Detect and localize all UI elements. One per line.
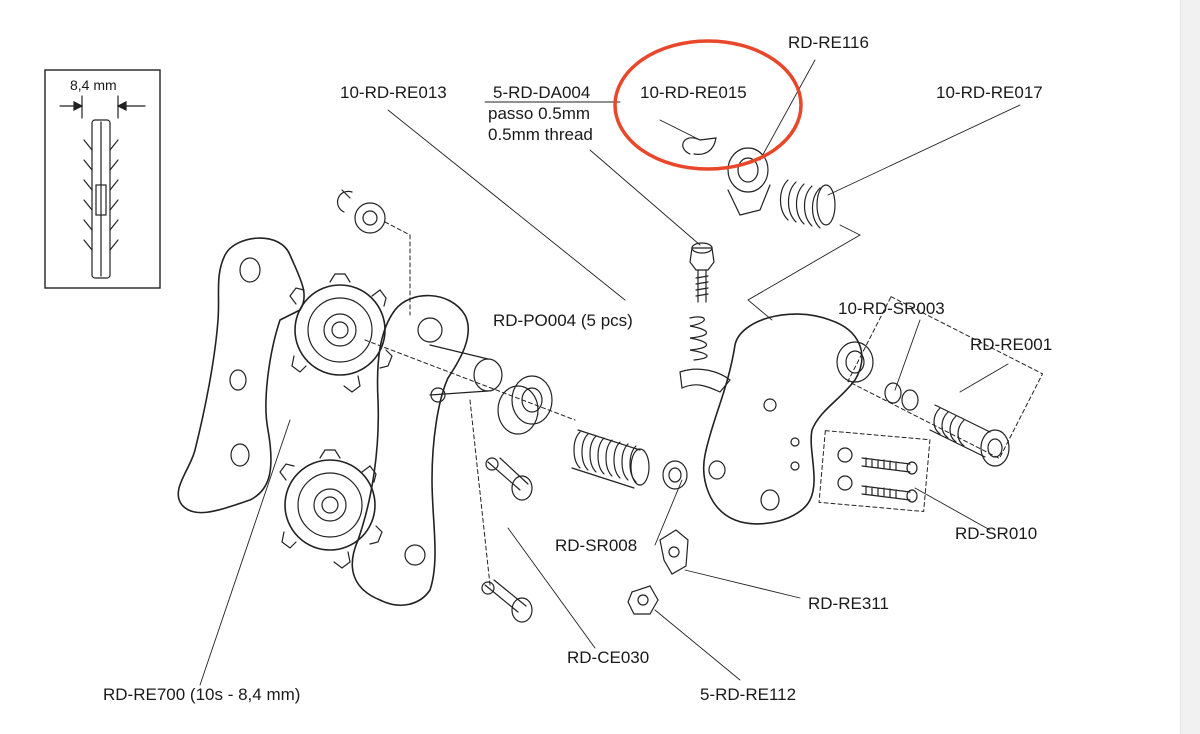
label-sr008: RD-SR008: [555, 536, 638, 555]
label-sr010: RD-SR010: [955, 524, 1038, 543]
sr010-screws: [837, 447, 918, 503]
ce030-bolts: [481, 457, 533, 623]
b-pivot-top-assembly: [682, 137, 836, 229]
vertical-scrollbar[interactable]: [1180, 0, 1200, 734]
upper-pulley: [289, 273, 393, 393]
label-ce030: RD-CE030: [567, 648, 650, 667]
inner-cage-plate: [351, 294, 470, 606]
assembly-guide-lines: [364, 221, 1044, 586]
cage-pivot-sleeve: [429, 344, 503, 396]
label-re015: 10-RD-RE015: [640, 83, 747, 102]
lower-pulley: [279, 449, 383, 569]
label-re001: RD-RE001: [970, 335, 1053, 354]
re001-pivot-axle: [929, 404, 1010, 467]
label-da004: 5-RD-DA004: [493, 83, 591, 102]
label-re112: 5-RD-RE112: [700, 685, 797, 704]
cage-spring: [571, 429, 650, 489]
inset-pulley-side-view: [83, 119, 119, 279]
label-passo: passo 0.5mm: [488, 104, 591, 123]
label-po004: RD-PO004 (5 pcs): [493, 311, 633, 330]
inset-width-label: 8,4 mm: [70, 77, 117, 93]
re311-cable-clamp: [659, 529, 689, 575]
po004-nut: [497, 375, 553, 435]
label-thread: 0.5mm thread: [488, 125, 593, 144]
re112-cable-bolt: [627, 585, 659, 615]
parallelogram-body: [703, 313, 863, 525]
label-re116: RD-RE116: [788, 33, 869, 52]
leader-lines: [199, 59, 1021, 686]
inset-frame: [44, 69, 161, 289]
circlip-washer: [336, 189, 386, 234]
da004-screw-spring: [689, 242, 715, 361]
inset-dimension-arrows: [59, 95, 146, 119]
sr008-washer: [662, 460, 688, 490]
label-re700: RD-RE700 (10s - 8,4 mm): [103, 685, 301, 704]
label-re017: 10-RD-RE017: [936, 83, 1043, 102]
highlight-circle: [613, 39, 803, 171]
sr003-orings: [884, 382, 919, 411]
outer-cage-plate: [177, 237, 305, 514]
label-re013: 10-RD-RE013: [340, 83, 447, 102]
label-sr003: 10-RD-SR003: [838, 299, 945, 318]
label-re311: RD-RE311: [808, 594, 889, 613]
